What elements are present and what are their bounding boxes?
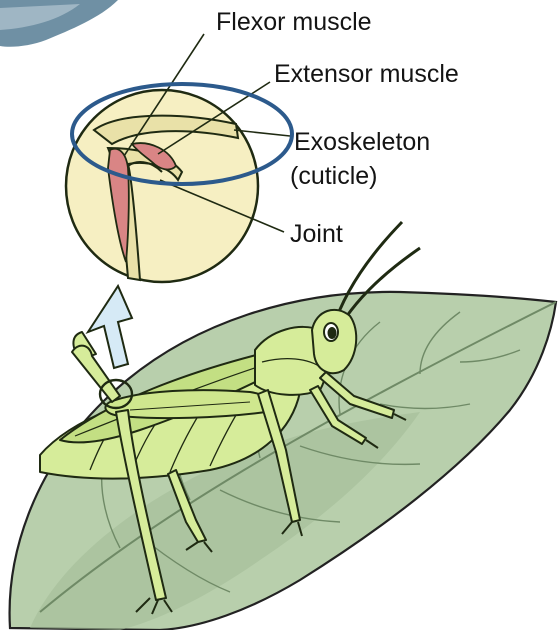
joint-label: Joint bbox=[290, 220, 343, 248]
magnify-arrow bbox=[88, 286, 132, 368]
cuticle-label: (cuticle) bbox=[290, 162, 378, 190]
eye-pupil bbox=[329, 328, 336, 338]
extensor-muscle-label: Extensor muscle bbox=[274, 60, 459, 88]
head bbox=[312, 310, 356, 373]
exoskeleton-label: Exoskeleton bbox=[294, 128, 430, 156]
flexor-muscle-label: Flexor muscle bbox=[216, 8, 372, 36]
magnifier bbox=[66, 90, 258, 282]
